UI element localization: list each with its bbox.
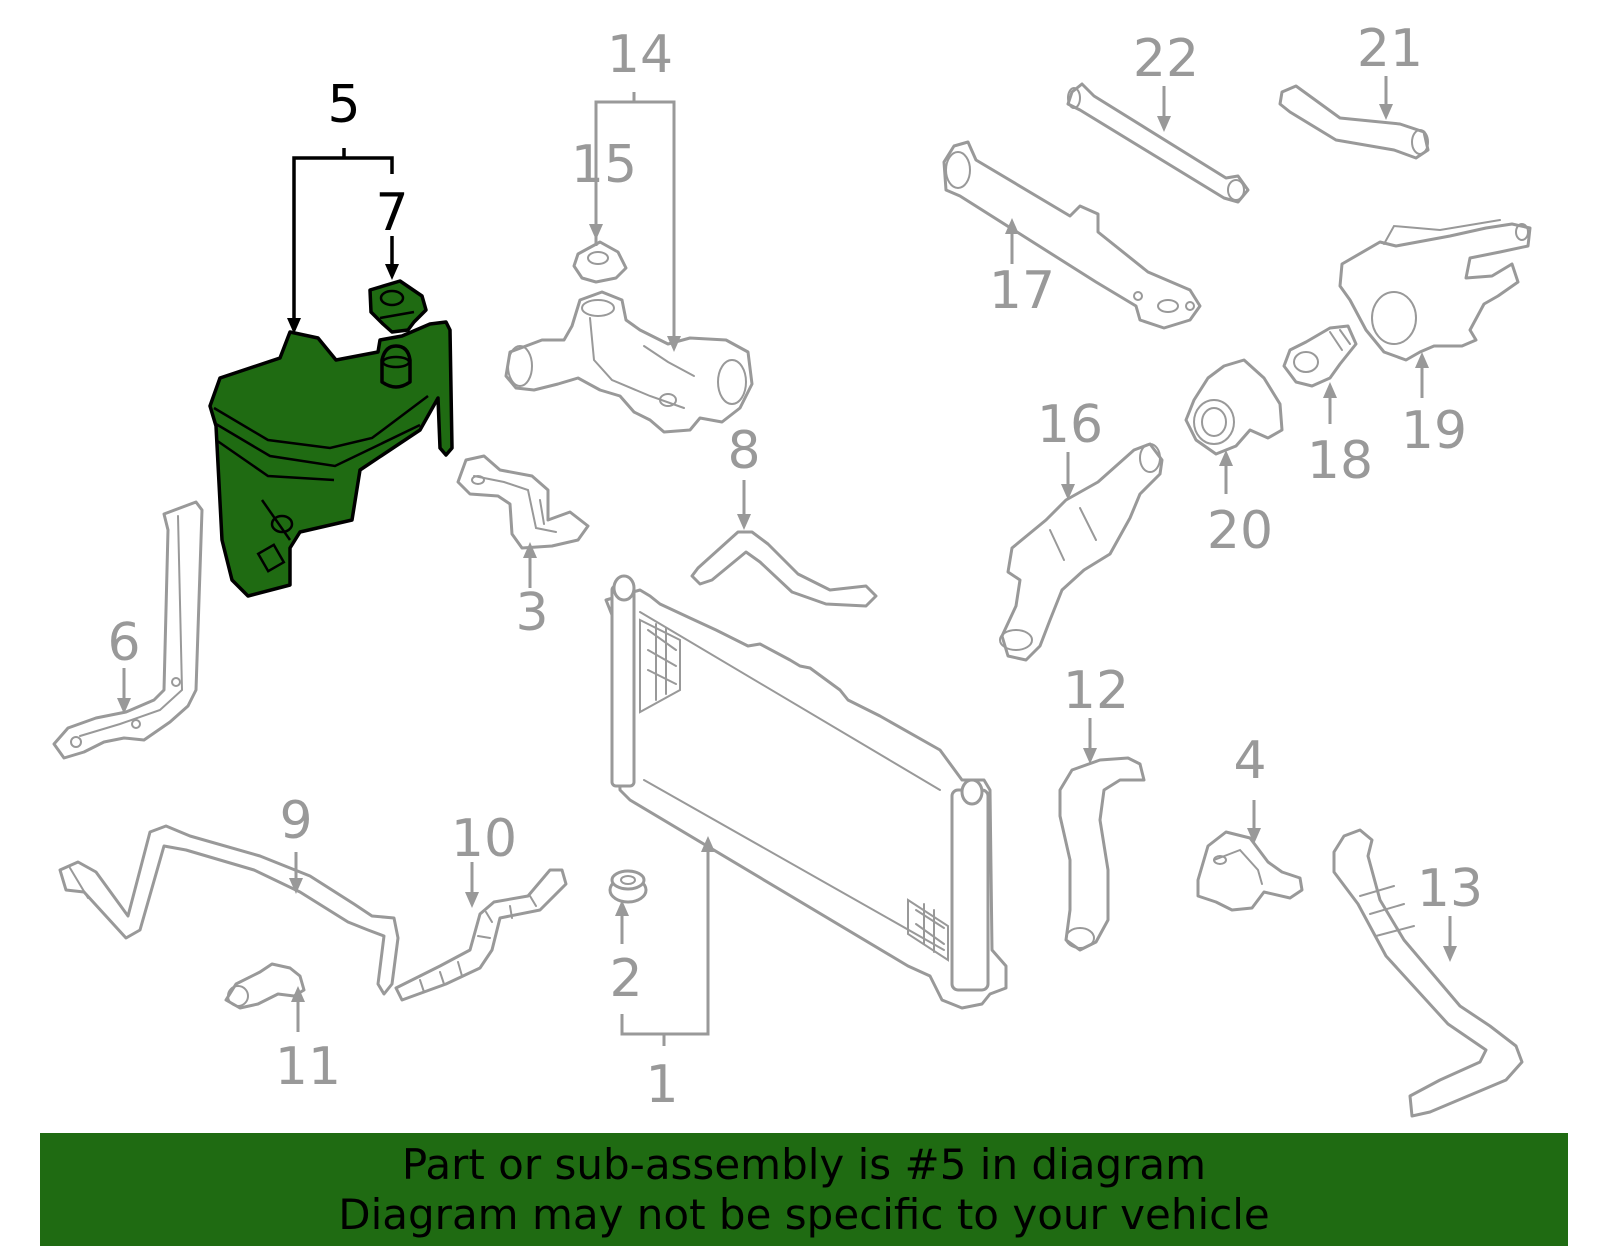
callout-8: 8 [727, 421, 760, 481]
callout-16: 16 [1037, 395, 1103, 455]
part-5-reservoir-tank[interactable] [208, 320, 454, 598]
part-19-housing[interactable] [1338, 219, 1532, 362]
banner-line-1: Part or sub-assembly is #5 in diagram [401, 1139, 1207, 1189]
part-2-grommet[interactable] [608, 869, 648, 904]
part-17-pipe[interactable] [942, 140, 1202, 330]
info-banner: Part or sub-assembly is #5 in diagram Di… [40, 1133, 1568, 1246]
part-18-thermostat[interactable] [1282, 324, 1358, 388]
callout-7: 7 [375, 183, 408, 243]
part-12-hose[interactable] [1058, 756, 1146, 952]
callout-11: 11 [275, 1037, 341, 1097]
part-16-pipe[interactable] [999, 442, 1164, 662]
part-21-hose[interactable] [1278, 84, 1430, 160]
callout-3: 3 [515, 583, 548, 643]
callout-18: 18 [1307, 431, 1373, 491]
part-8-hose[interactable] [690, 530, 878, 608]
part-10-hose[interactable] [394, 868, 568, 1002]
part-22-pipe[interactable] [1066, 82, 1250, 204]
part-3-bracket[interactable] [456, 454, 590, 550]
part-20-cover[interactable] [1184, 358, 1284, 456]
callout-numbers: 5 7 14 15 8 3 6 9 10 11 2 1 12 4 13 16 1… [107, 19, 1483, 1115]
callout-2: 2 [609, 949, 642, 1009]
callout-10: 10 [451, 809, 517, 869]
callout-13: 13 [1417, 859, 1483, 919]
part-1-radiator[interactable] [604, 574, 1008, 1010]
part-7-reservoir-cap[interactable] [368, 279, 428, 334]
callout-1: 1 [645, 1055, 678, 1115]
callout-5: 5 [327, 75, 360, 135]
callout-20: 20 [1207, 501, 1273, 561]
callout-9: 9 [279, 791, 312, 851]
part-4-bracket[interactable] [1196, 830, 1304, 912]
callout-17: 17 [989, 261, 1055, 321]
part-14-housing[interactable] [504, 290, 754, 434]
callout-19: 19 [1401, 401, 1467, 461]
callout-12: 12 [1063, 661, 1129, 721]
callout-15: 15 [571, 135, 637, 195]
part-15-cap[interactable] [572, 240, 628, 284]
callout-4: 4 [1233, 731, 1266, 791]
banner-line-2: Diagram may not be specific to your vehi… [338, 1189, 1270, 1239]
callout-6: 6 [107, 613, 140, 673]
callout-14: 14 [607, 25, 673, 85]
part-9-pipe[interactable] [58, 824, 400, 996]
part-6-bracket[interactable] [52, 500, 204, 760]
part-13-hose[interactable] [1332, 828, 1524, 1118]
leader-lines [117, 76, 1457, 1046]
callout-21: 21 [1357, 19, 1423, 79]
callout-22: 22 [1133, 29, 1199, 89]
